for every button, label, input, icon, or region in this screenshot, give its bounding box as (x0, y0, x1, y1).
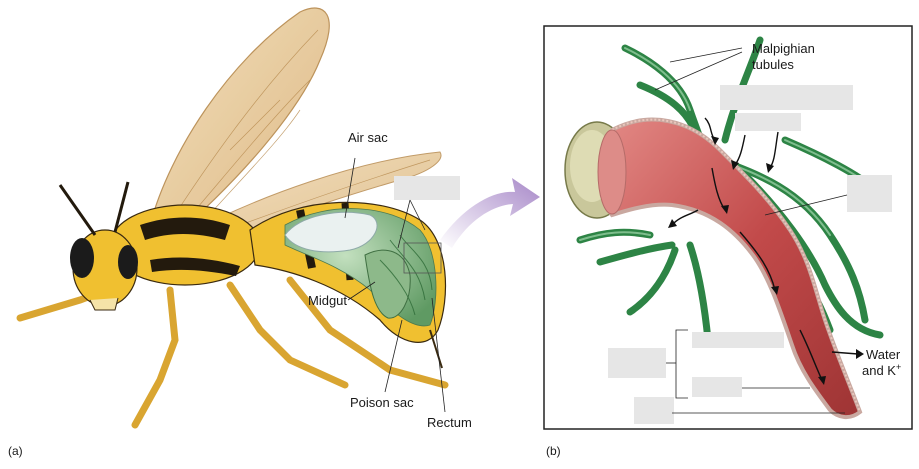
leader-lines-b (654, 47, 848, 414)
label-water-line1: Water (866, 347, 901, 362)
label-box-rectum-area (403, 242, 442, 274)
tubules-in-wasp (379, 234, 433, 316)
label-rectum: Rectum (427, 415, 472, 430)
panel-label-a: (a) (8, 444, 23, 458)
panel-label-b: (b) (546, 444, 561, 458)
label-midgut: Midgut (308, 293, 347, 308)
label-water-line2: and K+ (862, 362, 901, 378)
leader-lines-a (344, 157, 446, 413)
label-poison-sac: Poison sac (350, 395, 414, 410)
label-malpighian-line2: tubules (752, 57, 794, 72)
legs (16, 276, 449, 429)
label-water-line2-main: and K (862, 363, 896, 378)
label-blank-b7 (634, 397, 674, 424)
air-sac-shape (284, 211, 378, 253)
label-blank-b4 (692, 332, 784, 348)
hindgut-tube (600, 117, 863, 419)
label-blank-a (394, 176, 460, 200)
transition-arrow (440, 178, 540, 248)
hindgut-illustration (564, 36, 892, 424)
label-water-sup: + (896, 362, 901, 372)
label-air-sac: Air sac (348, 130, 388, 145)
wasp-illustration (16, 7, 460, 429)
arrow-heads (668, 136, 864, 385)
label-blank-b2 (735, 113, 801, 131)
forewing (149, 7, 330, 241)
midgut-shape (364, 249, 411, 319)
label-blank-b6 (692, 377, 742, 397)
compound-eye (70, 238, 94, 278)
label-blank-b5 (608, 348, 666, 378)
label-malpighian-line1: Malpighian (752, 41, 815, 56)
label-blank-b1 (720, 85, 853, 110)
label-blank-b3 (847, 175, 892, 212)
